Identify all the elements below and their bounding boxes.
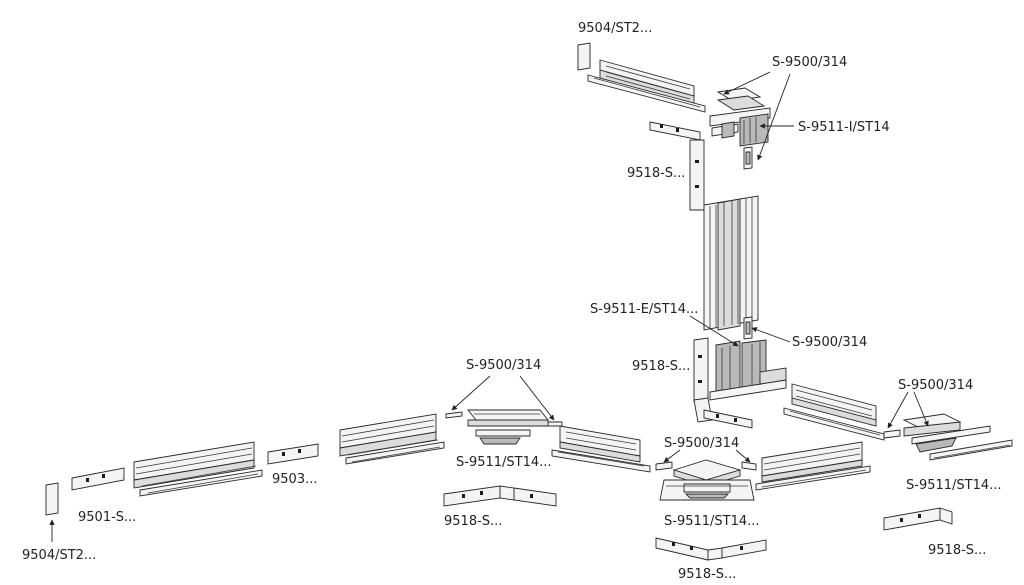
label-flex-link-right: 9518-S... xyxy=(928,543,986,558)
label-connector-left: S-9500/314 xyxy=(466,358,541,373)
track-vertical xyxy=(703,195,759,331)
label-link-middle: 9503... xyxy=(272,472,317,487)
flex-link-mid xyxy=(693,337,753,429)
feed-link-left xyxy=(71,467,125,491)
flex-link-right xyxy=(883,507,953,531)
label-connector-right: S-9500/314 xyxy=(898,378,973,393)
track-right-1 xyxy=(755,441,871,491)
label-feed-link-left: 9501-S... xyxy=(78,510,136,525)
label-elbow-inner: S-9511-I/ST14 xyxy=(798,120,890,135)
connector-small-top xyxy=(743,146,753,170)
label-flex-link-left: 9518-S... xyxy=(444,514,502,529)
label-end-cap-top: 9504/ST2... xyxy=(578,21,652,36)
label-flex-link-upper: 9518-S... xyxy=(627,166,685,181)
connector-center-left xyxy=(655,461,673,471)
end-cap-top xyxy=(577,42,591,71)
track-left-1 xyxy=(133,441,263,497)
connector-small-mid xyxy=(743,316,753,340)
label-flex-link-center: 9518-S... xyxy=(678,567,736,582)
tee-center xyxy=(659,459,755,501)
label-connector-center: S-9500/314 xyxy=(664,436,739,451)
label-elbow-outer: S-9511-E/ST14... xyxy=(590,302,698,317)
elbow-outer xyxy=(709,339,787,401)
label-end-cap-left: 9504/ST2... xyxy=(22,548,96,563)
leader-lines xyxy=(49,71,929,542)
label-tee-center: S-9511/ST14... xyxy=(664,514,760,529)
elbow-inner-top xyxy=(709,87,771,147)
label-tee-left: S-9511/ST14... xyxy=(456,455,552,470)
flex-link-left xyxy=(443,485,557,507)
link-middle xyxy=(267,443,319,465)
label-flex-link-mid: 9518-S... xyxy=(632,359,690,374)
tee-right xyxy=(883,413,1013,461)
label-connector-top: S-9500/314 xyxy=(772,55,847,70)
track-left-3 xyxy=(551,425,651,473)
end-cap-left xyxy=(45,482,59,516)
flex-link-upper xyxy=(649,121,705,211)
track-right-2 xyxy=(783,383,885,441)
label-tee-right: S-9511/ST14... xyxy=(906,478,1002,493)
track-left-2 xyxy=(339,413,445,465)
connector-center-right xyxy=(741,461,757,471)
label-connector-mid: S-9500/314 xyxy=(792,335,867,350)
track-top xyxy=(587,59,706,113)
tee-left xyxy=(445,409,563,445)
flex-link-center xyxy=(655,537,767,561)
